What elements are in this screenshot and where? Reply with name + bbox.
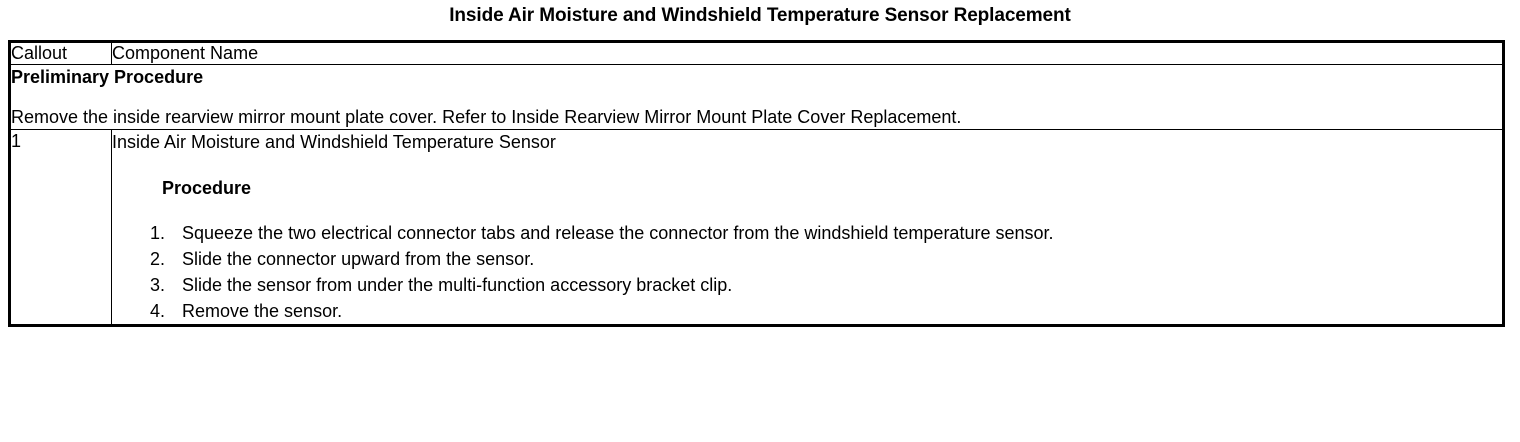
procedure-step-list: Squeeze the two electrical connector tab…: [112, 220, 1502, 324]
preliminary-procedure-text: Remove the inside rearview mirror mount …: [11, 107, 962, 127]
list-item: Slide the connector upward from the sens…: [170, 246, 1502, 272]
list-item: Remove the sensor.: [170, 298, 1502, 324]
column-header-callout: Callout: [9, 41, 112, 65]
preliminary-procedure-heading: Preliminary Procedure: [11, 67, 204, 87]
callout-number: 1: [9, 129, 112, 326]
list-item: Slide the sensor from under the multi-fu…: [170, 272, 1502, 298]
page-title: Inside Air Moisture and Windshield Tempe…: [449, 5, 1071, 26]
table-row: 1 Inside Air Moisture and Windshield Tem…: [9, 129, 1504, 326]
list-item: Squeeze the two electrical connector tab…: [170, 220, 1502, 246]
column-header-component-name: Component Name: [111, 41, 1504, 65]
component-detail-cell: Inside Air Moisture and Windshield Tempe…: [111, 129, 1504, 326]
component-name-text: Inside Air Moisture and Windshield Tempe…: [112, 132, 556, 152]
preliminary-procedure-cell: Preliminary Procedure Remove the inside …: [9, 64, 1504, 130]
preliminary-procedure-row: Preliminary Procedure Remove the inside …: [9, 64, 1504, 130]
table-header-row: Callout Component Name: [9, 41, 1504, 65]
procedure-table: Callout Component Name Preliminary Proce…: [8, 40, 1505, 327]
procedure-heading: Procedure: [162, 178, 252, 198]
